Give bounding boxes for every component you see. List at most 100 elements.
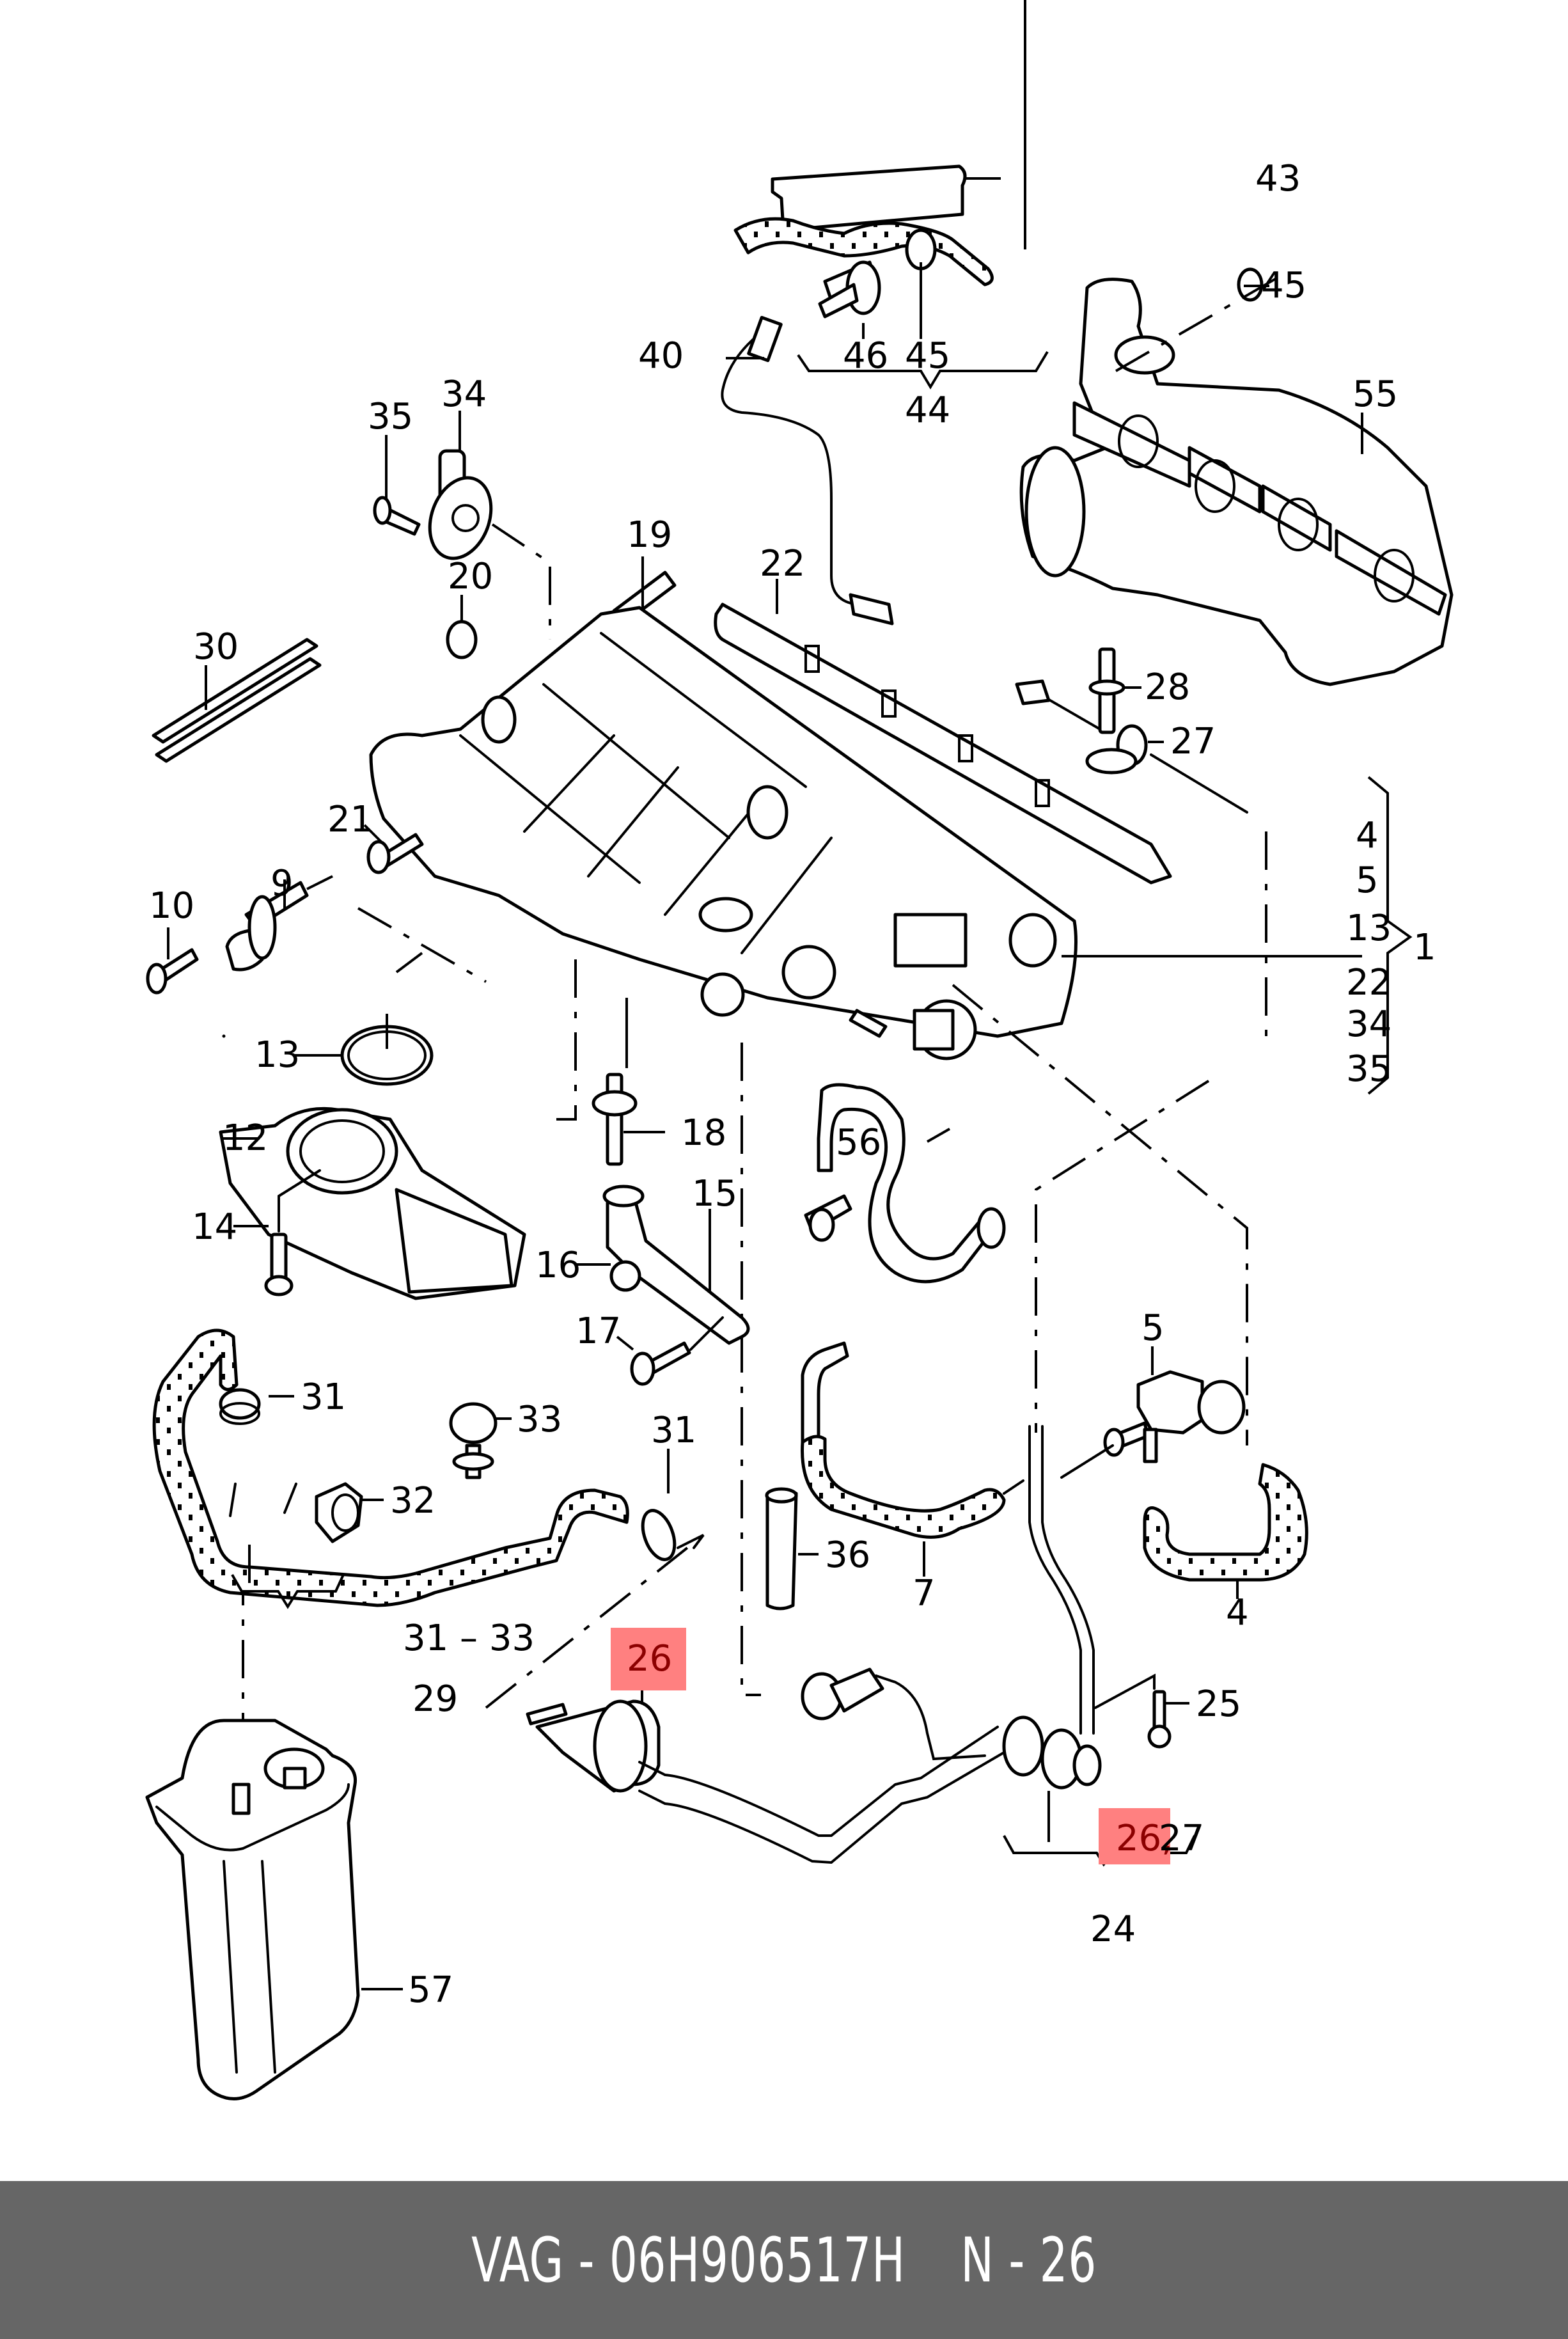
bracket-15 xyxy=(602,1185,750,1345)
sensor-9 xyxy=(225,875,333,972)
label-57: 57 xyxy=(408,1969,453,2011)
label-26-highlighted: 26 xyxy=(627,1638,672,1680)
callout-labels: 43 45 46 45 40 44 55 35 34 19 20 22 30 2… xyxy=(149,158,1436,2011)
vacuum-hose-7 xyxy=(801,1341,1024,1577)
clip-32 xyxy=(229,1482,384,1543)
label-14: 14 xyxy=(192,1206,237,1248)
sensor-34 xyxy=(428,411,551,640)
group-1-item-34: 34 xyxy=(1346,1004,1392,1045)
vacuum-hose-4 xyxy=(1143,1463,1308,1599)
gasket-22 xyxy=(714,579,1172,885)
group-1-label: 1 xyxy=(1413,927,1436,968)
hose-assembly-29 xyxy=(152,1328,629,1607)
vacuum-pipe-56 xyxy=(804,1083,1006,1284)
label-10: 10 xyxy=(149,885,194,927)
label-56: 56 xyxy=(836,1122,881,1163)
label-36: 36 xyxy=(825,1534,870,1576)
highlight-box xyxy=(611,1628,686,1690)
label-26-comma-highlighted: 26, xyxy=(1116,1818,1173,1859)
label-7: 7 xyxy=(913,1573,936,1614)
pipe-40 xyxy=(721,315,894,626)
label-32: 32 xyxy=(390,1480,435,1522)
label-20: 20 xyxy=(448,556,493,597)
label-9: 9 xyxy=(270,863,294,904)
bolt-18 xyxy=(592,998,665,1166)
label-4: 4 xyxy=(1226,1592,1249,1634)
label-18: 18 xyxy=(681,1112,726,1154)
label-19: 19 xyxy=(627,514,672,556)
label-44: 44 xyxy=(905,390,950,431)
intake-manifold-1 xyxy=(369,606,1362,1060)
bolt-21 xyxy=(363,824,424,874)
label-17: 17 xyxy=(576,1311,621,1352)
valve-26 xyxy=(526,1666,661,1793)
screw-25 xyxy=(1094,1673,1189,1749)
label-35: 35 xyxy=(368,396,413,437)
highlight-box xyxy=(1099,1808,1170,1864)
label-31-right: 31 xyxy=(651,1410,696,1451)
label-27-in-group: 27 xyxy=(1159,1818,1204,1859)
nut-16 xyxy=(576,1260,641,1292)
label-27: 27 xyxy=(1170,721,1216,762)
footer-text: VAG - 06H906517H N - 26 xyxy=(471,2225,1097,2296)
group-1-item-35: 35 xyxy=(1346,1048,1392,1090)
vacuum-pipe-24 xyxy=(638,1667,1196,1867)
bracket-29 xyxy=(231,1545,345,1609)
footer-part-number: VAG - 06H906517H xyxy=(471,2224,906,2296)
label-45-right: 45 xyxy=(1261,265,1306,306)
label-31-33: 31 – 33 xyxy=(403,1618,535,1659)
o-ring-13 xyxy=(294,1014,434,1086)
label-29: 29 xyxy=(412,1678,458,1720)
vent-hose-44 xyxy=(733,0,1026,287)
group-1-item-13: 13 xyxy=(1346,908,1392,949)
label-15: 15 xyxy=(692,1173,737,1215)
vacuum-line xyxy=(1028,1425,1095,1735)
highlight-26: 26 xyxy=(611,1628,686,1690)
group-1-item-4: 4 xyxy=(1356,815,1379,856)
bolt-14 xyxy=(233,1169,321,1296)
label-22: 22 xyxy=(760,543,805,585)
label-55: 55 xyxy=(1352,374,1398,415)
label-31-left: 31 xyxy=(301,1376,346,1418)
label-28: 28 xyxy=(1145,666,1190,708)
group-1-item-22: 22 xyxy=(1346,962,1392,1004)
label-25: 25 xyxy=(1196,1683,1241,1725)
sleeve-36 xyxy=(765,1487,819,1611)
bolt-35 xyxy=(373,435,421,536)
label-16: 16 xyxy=(535,1245,581,1286)
label-33: 33 xyxy=(517,1399,562,1440)
highlight-26-27: 26, 27 xyxy=(1099,1808,1204,1864)
hose-clip-31 xyxy=(219,1388,705,1561)
charcoal-canister-57 xyxy=(145,1719,403,2100)
solenoid-valve-5 xyxy=(1060,1346,1246,1479)
clip-33 xyxy=(283,1402,512,1514)
label-24: 24 xyxy=(1090,1909,1136,1950)
bracket-group-1 xyxy=(1367,776,1413,1095)
label-34: 34 xyxy=(441,374,487,415)
label-21: 21 xyxy=(327,799,373,840)
valve-46 xyxy=(818,260,881,319)
label-40: 40 xyxy=(638,335,684,377)
label-12: 12 xyxy=(223,1117,268,1159)
label-30: 30 xyxy=(193,626,239,668)
parts-diagram: 43 45 46 45 40 44 55 35 34 19 20 22 30 2… xyxy=(145,0,1454,2100)
stud-28 xyxy=(1088,647,1141,734)
throttle-body-12 xyxy=(219,1034,526,1300)
label-43: 43 xyxy=(1255,158,1301,200)
label-13: 13 xyxy=(255,1034,300,1076)
label-5: 5 xyxy=(1141,1307,1164,1349)
bolt-17 xyxy=(616,1316,724,1386)
group-1-item-5: 5 xyxy=(1356,860,1379,901)
part-number-footer: VAG - 06H906517H N - 26 xyxy=(0,2181,1568,2339)
footer-position: N - 26 xyxy=(960,2224,1097,2296)
cable-guide-30 xyxy=(152,638,322,763)
exhaust-manifold-turbo-55 xyxy=(1019,274,1454,686)
bracket-44 xyxy=(726,262,1269,390)
nut-20 xyxy=(446,595,478,659)
grommet-27 xyxy=(1015,679,1248,814)
label-46: 46 xyxy=(843,335,888,377)
bolt-10 xyxy=(146,927,199,995)
assembly-lines xyxy=(242,831,1267,1970)
heat-shield-43 xyxy=(771,164,1001,232)
label-45-left: 45 xyxy=(905,335,950,377)
